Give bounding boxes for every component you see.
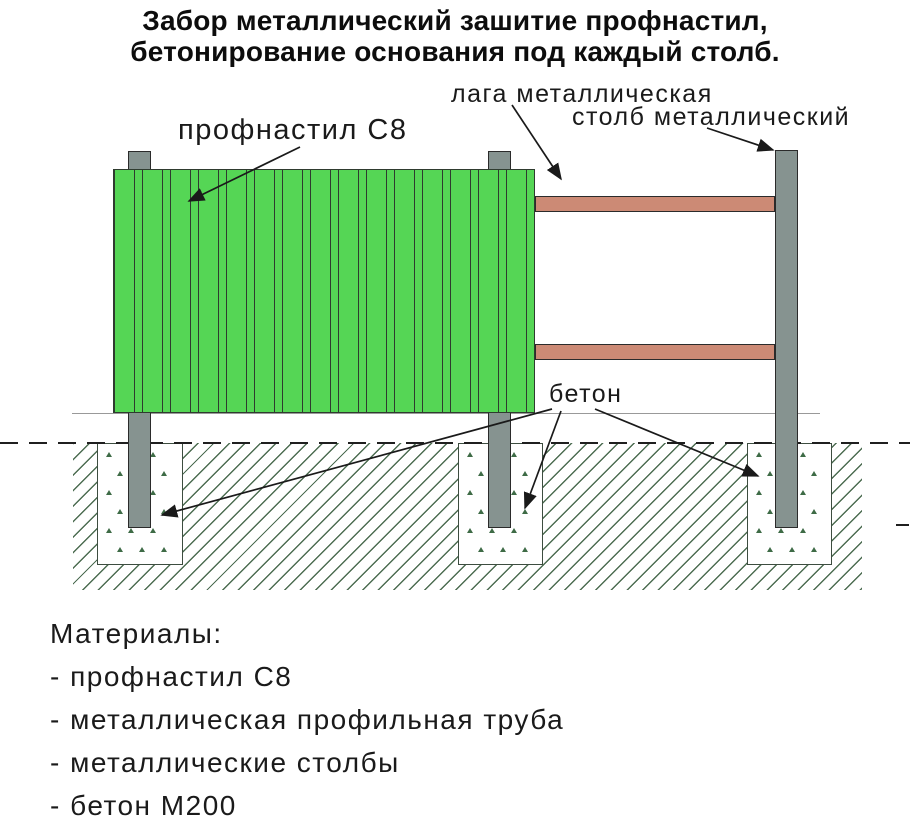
materials-heading: Материалы: [50,618,223,649]
concrete-stipple-triangle [150,528,156,533]
concrete-stipple-triangle [117,547,123,552]
metal-rail-top [535,196,775,212]
label-laga: лага металлическая [451,80,713,108]
title-line-2: бетонирование основания под каждый столб… [130,36,780,67]
materials-item: - профнастил С8 [50,661,293,692]
concrete-stipple-triangle [161,471,167,476]
concrete-stipple-triangle [522,471,528,476]
concrete-stipple-triangle [789,547,795,552]
concrete-stipple-triangle [467,490,473,495]
concrete-stipple-triangle [478,547,484,552]
concrete-stipple-triangle [117,509,123,514]
concrete-stipple-triangle [800,528,806,533]
concrete-stipple-triangle [117,471,123,476]
title-line-1: Забор металлический зашитие профнастил, [142,5,768,36]
concrete-stipple-triangle [478,471,484,476]
concrete-stipple-triangle [150,452,156,457]
concrete-stipple-triangle [106,452,112,457]
concrete-stipple-triangle [778,528,784,533]
materials-item: - металлические столбы [50,747,400,778]
concrete-stipple-triangle [467,528,473,533]
concrete-stipple-triangle [511,490,517,495]
concrete-stipple-triangle [511,528,517,533]
concrete-stipple-triangle [522,547,528,552]
concrete-stipple-triangle [511,452,517,457]
concrete-stipple-triangle [756,528,762,533]
right-edge-level-mark [896,524,909,526]
materials-item: - бетон М200 [50,790,237,821]
concrete-stipple-triangle [767,509,773,514]
profiled-sheet-panel [113,169,535,413]
page-title: Забор металлический зашитие профнастил, … [0,5,910,67]
label-stolb: столб металлический [572,103,851,131]
arrow-laga [511,104,562,181]
label-beton: бетон [549,380,623,408]
concrete-stipple-triangle [128,528,134,533]
concrete-stipple-triangle [811,547,817,552]
ground-surface-line [72,413,820,414]
concrete-stipple-triangle [800,452,806,457]
concrete-stipple-triangle [161,509,167,514]
concrete-stipple-triangle [139,547,145,552]
metal-rail-bottom [535,344,775,360]
concrete-stipple-triangle [478,509,484,514]
concrete-stipple-triangle [811,509,817,514]
concrete-stipple-triangle [756,490,762,495]
concrete-stipple-triangle [489,528,495,533]
concrete-stipple-triangle [767,547,773,552]
concrete-stipple-triangle [811,471,817,476]
concrete-stipple-triangle [767,471,773,476]
concrete-stipple-triangle [106,528,112,533]
concrete-stipple-triangle [500,547,506,552]
materials-list: Материалы: - профнастил С8 - металлическ… [50,612,564,823]
concrete-stipple-triangle [522,509,528,514]
concrete-stipple-triangle [161,547,167,552]
concrete-stipple-triangle [106,490,112,495]
label-profnastil: профнастил С8 [178,114,408,146]
concrete-stipple-triangle [800,490,806,495]
concrete-stipple-triangle [467,452,473,457]
fence-post-right [775,150,798,528]
materials-item: - металлическая профильная труба [50,704,565,735]
concrete-stipple-triangle [150,490,156,495]
concrete-stipple-triangle [756,452,762,457]
